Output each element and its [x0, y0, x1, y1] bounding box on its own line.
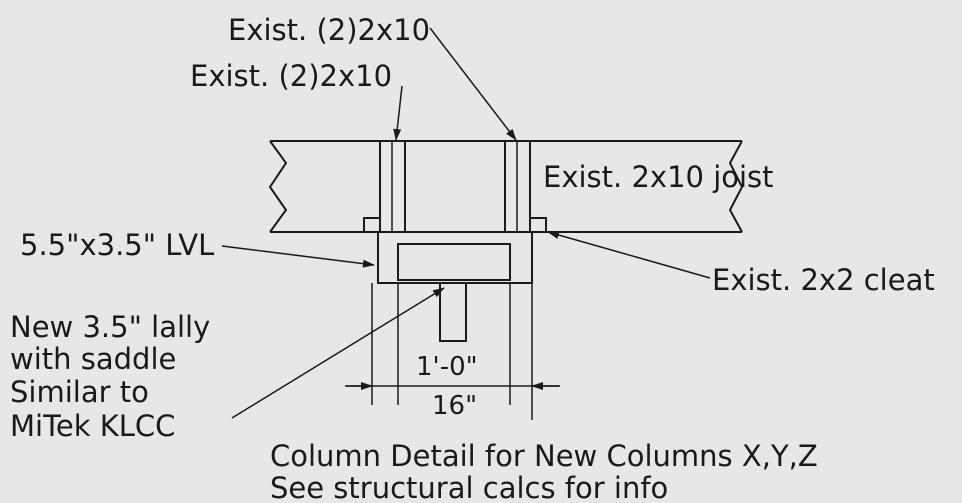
- label-lally-line3: Similar to: [10, 375, 149, 409]
- lally-column: [439, 282, 467, 342]
- label-joist: Exist. 2x10 joist: [543, 160, 774, 194]
- left-cleat: [363, 217, 381, 233]
- label-lally-line1: New 3.5" lally: [10, 310, 210, 344]
- label-lally-line4: MiTek KLCC: [10, 409, 175, 443]
- lvl-beam: [377, 231, 533, 284]
- label-lally-line2: with saddle: [10, 342, 176, 376]
- label-top-double-2x10: Exist. (2)2x10: [228, 13, 430, 47]
- label-cleat: Exist. 2x2 cleat: [712, 263, 935, 297]
- lvl-saddle: [397, 243, 511, 281]
- caption-line1: Column Detail for New Columns X,Y,Z: [270, 439, 818, 473]
- caption-line2: See structural calcs for info: [270, 471, 668, 503]
- right-cleat: [529, 217, 547, 233]
- leader-top-member: [429, 27, 517, 141]
- leader-second-member: [393, 85, 403, 141]
- left-joist: [268, 140, 512, 233]
- label-second-double-2x10: Exist. (2)2x10: [190, 59, 392, 93]
- leader-cleat: [547, 231, 711, 279]
- label-lvl: 5.5"x3.5" LVL: [20, 228, 214, 262]
- dim-text-inner: 1'-0": [416, 352, 478, 382]
- leader-lally: [231, 287, 445, 419]
- dim-text-outer: 16": [432, 391, 477, 421]
- leader-lvl: [221, 245, 375, 268]
